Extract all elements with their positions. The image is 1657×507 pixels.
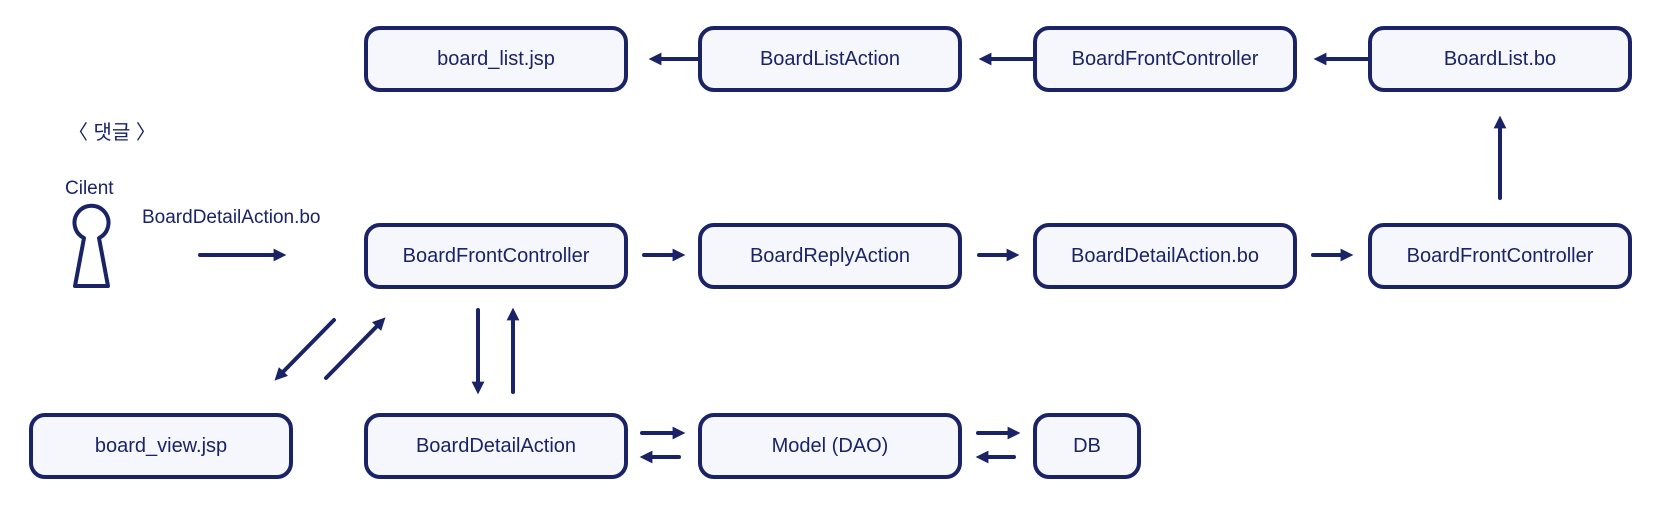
node-db: DB — [1033, 413, 1141, 479]
node-front-controller-main: BoardFrontController — [364, 223, 628, 289]
node-board-detail-action: BoardDetailAction — [364, 413, 628, 479]
keyhole-person-icon — [72, 203, 111, 288]
node-board-view-jsp: board_view.jsp — [29, 413, 293, 479]
node-front-controller-top: BoardFrontController — [1033, 26, 1297, 92]
node-board-detail-action-bo: BoardDetailAction.bo — [1033, 223, 1297, 289]
node-model-dao: Model (DAO) — [698, 413, 962, 479]
arrow-boardview-to-frontcontroller — [324, 317, 386, 380]
client-request-label: BoardDetailAction.bo — [142, 207, 321, 228]
node-board-list-action: BoardListAction — [698, 26, 962, 92]
arrow-frontcontroller-to-boardview — [274, 318, 336, 381]
node-board-list-jsp: board_list.jsp — [364, 26, 628, 92]
section-title: 〈 댓글 〉 — [68, 122, 156, 144]
node-board-reply-action: BoardReplyAction — [698, 223, 962, 289]
client-label: Cilent — [65, 178, 114, 199]
node-board-list-bo: BoardList.bo — [1368, 26, 1632, 92]
node-front-controller-right: BoardFrontController — [1368, 223, 1632, 289]
